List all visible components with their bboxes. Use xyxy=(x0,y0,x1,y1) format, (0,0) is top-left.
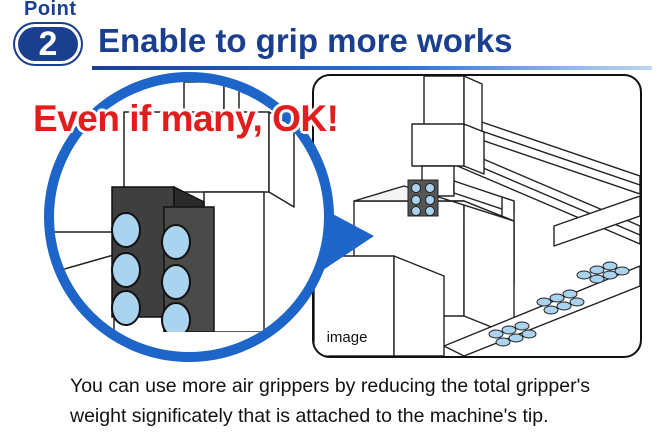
point-label: Point xyxy=(24,0,77,20)
zoom-circle xyxy=(44,72,334,362)
image-tag: image xyxy=(318,327,376,349)
workpiece-tray-icon xyxy=(488,261,630,347)
gripper-cluster-icon xyxy=(111,185,215,332)
caption: You can use more air grippers by reducin… xyxy=(70,371,660,431)
page-title: Enable to grip more works xyxy=(98,22,513,59)
zoom-drawing xyxy=(54,82,295,332)
caption-line-2: weight significately that is attached to… xyxy=(70,405,549,427)
machine-drawing xyxy=(314,76,640,356)
machine-illustration xyxy=(312,74,642,358)
point-badge: 2 xyxy=(15,24,81,64)
caption-line-1: You can use more air grippers by reducin… xyxy=(70,375,591,397)
carriage xyxy=(411,123,465,167)
point-number: 2 xyxy=(38,25,58,63)
title-underline xyxy=(92,66,652,70)
gripper-cluster-small xyxy=(407,179,439,217)
callout-text: Even if many, OK! xyxy=(33,98,339,139)
